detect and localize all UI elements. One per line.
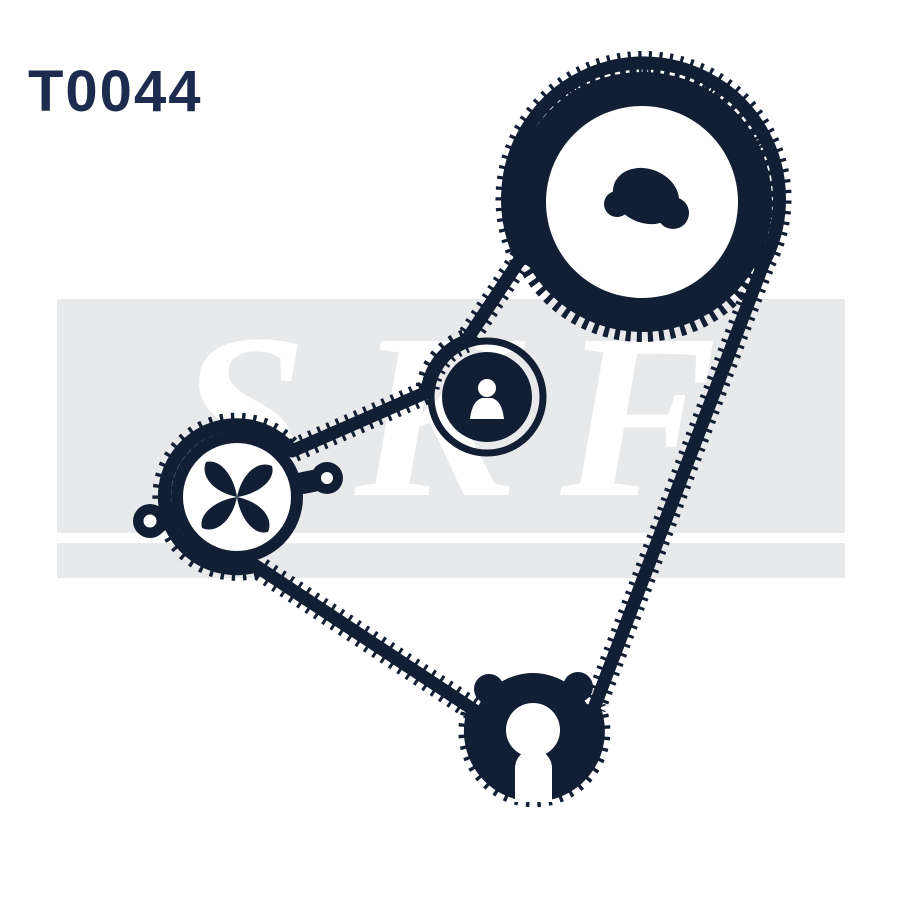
tensioner-bolt	[478, 379, 496, 397]
pump-impeller	[201, 461, 273, 533]
pump-ear-right-hole	[321, 472, 333, 484]
crank-keyway-arch	[515, 749, 552, 802]
crank-bore	[506, 703, 560, 757]
cam-lobe	[604, 167, 689, 229]
crankshaft-sprocket	[471, 672, 595, 802]
tensioner-bracket	[470, 398, 504, 419]
sprocket-teeth-ring	[502, 62, 782, 342]
part-code-label: T0044	[28, 59, 203, 124]
water-pump	[133, 431, 343, 563]
camshaft-sprocket	[502, 62, 782, 342]
tensioner-outer-ring	[427, 337, 547, 457]
pump-ear-left-hole	[143, 514, 157, 528]
tensioner-pulley	[427, 337, 547, 457]
